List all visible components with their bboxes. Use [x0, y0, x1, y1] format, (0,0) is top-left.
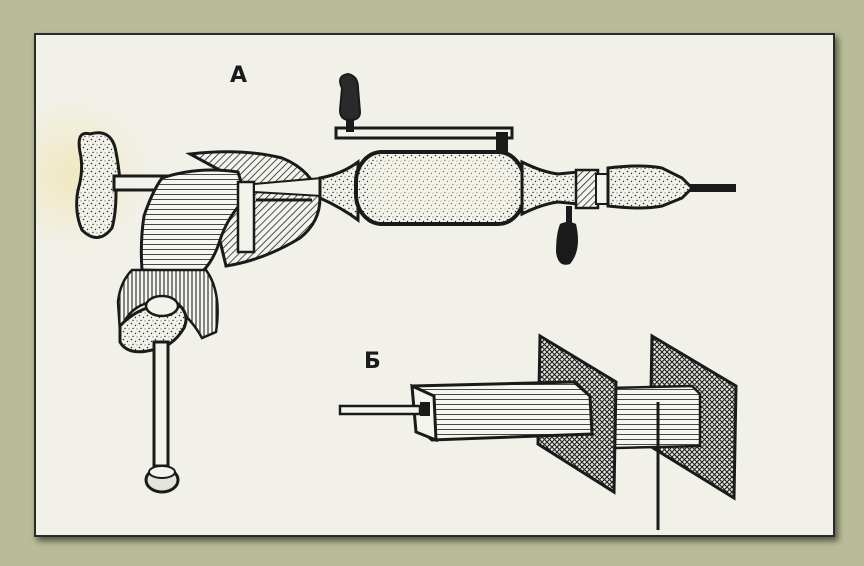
- illustration-frame: А: [34, 33, 835, 537]
- drill-side-knob: [556, 222, 578, 265]
- drill-chuck: [606, 164, 695, 210]
- drill-bit: [690, 184, 736, 192]
- square-bar: [410, 380, 594, 442]
- figure-label-a: А: [230, 63, 247, 88]
- thin-rod: [338, 404, 422, 416]
- clamp-jaw: [139, 168, 248, 274]
- crank-arm: [334, 126, 514, 140]
- hand-drill-drawing: [75, 72, 736, 494]
- crank-handle: [338, 72, 362, 122]
- block-and-plates-drawing: [338, 333, 738, 530]
- drill-left-cone: [318, 159, 360, 223]
- figure-label-b: Б: [364, 349, 381, 374]
- hand-drill-illustration: А: [75, 63, 738, 530]
- wing-nut-knob: [75, 131, 122, 239]
- clamp-vertical-screw: [152, 340, 170, 468]
